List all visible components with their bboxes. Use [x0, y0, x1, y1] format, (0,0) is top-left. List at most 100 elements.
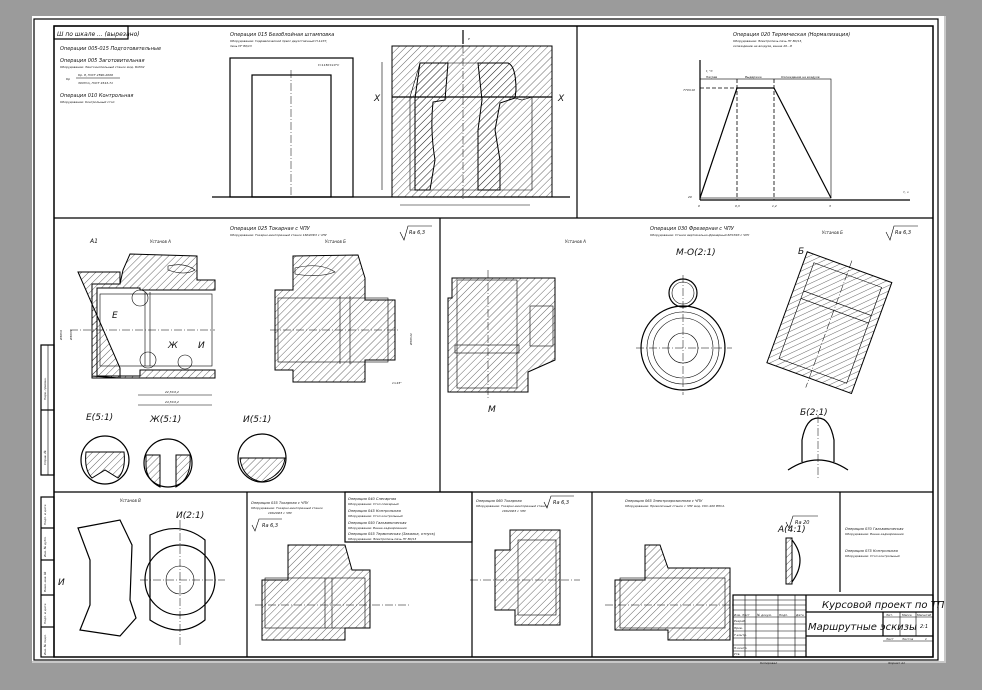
document-name: Маршрутные эскизы: [808, 622, 917, 633]
op060-equipment: Оборудование: Токарно-винторезный станок: [476, 504, 548, 508]
stamp-text: Справ. №: [43, 450, 47, 465]
x-tick-label: 0: [698, 204, 700, 208]
op015-equipment: Оборудование: Гидравлический пресс двухс…: [230, 39, 327, 43]
phase-label: Охлаждение на воздухе: [781, 75, 820, 79]
fraction-bottom: 30ХГСА, ГОСТ 4543-71: [78, 81, 113, 85]
roughness-symbol: [543, 495, 574, 509]
op070-title: Операция 070 Гальваническая: [845, 527, 904, 531]
stamp-text: Перв. примен.: [43, 377, 47, 400]
view-mark-m: М: [488, 405, 496, 415]
op015-equipment-2: печь ПГ 80/13: [230, 44, 252, 48]
stamp-text: Подп. и дата: [43, 504, 47, 525]
part-section-b: [274, 254, 396, 383]
op040-title: Операция 040 Слесарная: [348, 497, 397, 501]
roughness-value: Ra 6,3: [553, 500, 569, 506]
op045-equipment: Оборудование: Стол контрольный: [348, 514, 403, 518]
op075-equipment: Оборудование: Стол контрольный: [845, 554, 900, 558]
section-op070-075: Операция 070 Гальваническая Оборудование…: [845, 527, 904, 558]
tb-row-label: Пров.: [734, 626, 743, 630]
dimension: Ø30H9: [68, 330, 73, 341]
roughness-symbol: [785, 515, 818, 529]
section-op060-turning: Операция 060 Токарная Оборудование: Тока…: [470, 495, 580, 626]
label-i: И: [198, 341, 205, 351]
furnace-outline: [229, 57, 354, 198]
op065-title: Операция 065 Электроэрозионная с ЧПУ: [625, 499, 703, 503]
fraction-top: Кр. 8, ГОСТ 2590-2006: [78, 73, 113, 77]
stamp-text: Инв. № подл.: [43, 634, 47, 655]
op060-equipment-2: 16К20Ф3 с ЧПУ: [502, 509, 526, 513]
x-tick-label: 3: [829, 204, 831, 208]
phase-label: Нагрев: [706, 75, 717, 79]
setup-v-label: Установ В: [120, 498, 141, 503]
stamp-text: Инв. № дубл.: [43, 536, 47, 557]
op055-equipment: Оборудование: Электропечь печь ПГ 80/13: [348, 537, 416, 541]
op045-title: Операция 045 Контрольная: [348, 509, 402, 513]
stamp-text: Взам. инв. №: [43, 572, 47, 592]
setup-b-label: Установ Б: [325, 239, 346, 244]
x-tick-label: 1,2: [772, 204, 777, 208]
phase-frame: [699, 78, 832, 199]
op005-equipment: Оборудование: Ленточнопильный станок мод…: [60, 65, 145, 69]
roughness-value: Ra 6,3: [262, 523, 278, 529]
y-axis-label: t, °C: [706, 69, 714, 73]
detail-e-title: Е(5:1): [86, 413, 113, 423]
section-op015-forging: Операция 015 Безоблойная штамповка Обору…: [212, 30, 570, 206]
op025-equipment: Оборудование: Токарно-винторезный станок…: [230, 233, 327, 237]
section-op030-milling: Операция 030 Фрезерная с ЧПУ Оборудовани…: [447, 225, 918, 478]
dimension: 22,5±0,2: [165, 390, 179, 394]
view-a-title: А(4:1): [777, 525, 806, 535]
op070-equipment: Оборудование: Ванна кадмирования: [845, 532, 904, 536]
copied-label: Копировал: [760, 661, 777, 665]
op-group-title: Операции 005-015 Подготовительные: [60, 46, 161, 52]
col-lit: Лит.: [885, 613, 893, 617]
outer-frame: [33, 18, 939, 661]
op035-equipment: Оборудование: Токарно-винторезный станок: [251, 506, 323, 510]
roughness-value: Ra 6,3: [895, 230, 911, 236]
dimension: 1×45°: [392, 381, 402, 385]
op030-equipment: Оборудование: Станок вертикально-фрезерн…: [650, 233, 749, 237]
roughness-symbol: [399, 225, 432, 241]
sheets-count: 1: [925, 637, 927, 641]
label-zh: Ж: [167, 341, 178, 351]
op015-title: Операция 015 Безоблойная штамповка: [230, 32, 334, 38]
section-op020-chart: Операция 020 Термическая (Нормализация) …: [683, 32, 910, 208]
title-block: Курсовой проект по ТП Маршрутные эскизы …: [732, 594, 945, 665]
view-b-title: Б(2:1): [800, 408, 828, 418]
tb-row-label: № докум.: [756, 613, 772, 617]
section-mark-right: X: [557, 94, 565, 104]
stamp-text: Подп. и дата: [43, 603, 47, 624]
op055-title: Операция 055 Термическая (Закалка, отпус…: [348, 532, 436, 536]
roughness-value: Ra 6,3: [409, 230, 425, 236]
sheets-label: Листов: [901, 637, 913, 641]
tb-row-label: Т.контр.: [734, 633, 747, 637]
ops-040-055-box: Операция 040 Слесарная Оборудование: Сто…: [348, 497, 436, 541]
format-label: Формат А1: [888, 661, 905, 665]
col-mass: Масса: [902, 613, 912, 617]
inner-frame: [53, 25, 934, 658]
setup-a-label: Установ А: [150, 239, 171, 244]
x-tick-label: 0,3: [735, 204, 740, 208]
section-op025-turning: Операция 025 Токарная с ЧПУ Оборудование…: [58, 225, 432, 488]
op060-title: Операция 060 Токарная: [476, 499, 523, 503]
op010-title: Операция 010 Контрольная: [60, 93, 133, 99]
x-axis-label: τ, ч: [903, 190, 909, 194]
view-m-title: М-О(2:1): [676, 248, 716, 258]
roughness-symbol: [885, 225, 918, 241]
op020-equipment-2: охлаждение на воздухе, ванна 20...8: [733, 44, 792, 48]
roughness-value: Ra 20: [795, 520, 810, 526]
section-op035-setup-v: Установ В И(2:1) И: [58, 498, 225, 645]
op030-title: Операция 030 Фрезерная с ЧПУ: [650, 226, 735, 232]
op065-equipment: Оборудование: Проволочный станок с ЧПУ м…: [625, 504, 724, 508]
dimension: 24,5±0,2: [165, 400, 179, 404]
setup-b-label: Установ Б: [822, 230, 843, 235]
op020-equipment: Оборудование: Электропечь печь ПГ 80/13,: [733, 39, 802, 43]
col-scale: Масштаб: [917, 613, 931, 617]
scale-note: Ш по шкале ... (вырезано): [57, 31, 140, 38]
tb-row-label: Н.контр.: [734, 646, 747, 650]
tb-row-label: Подп.: [779, 613, 788, 617]
temperature-series-line: [699, 87, 832, 199]
dimension: Ø36h9: [58, 330, 63, 341]
label-e: Е: [112, 311, 118, 321]
tb-row-label: Изм. Лист: [734, 613, 750, 617]
